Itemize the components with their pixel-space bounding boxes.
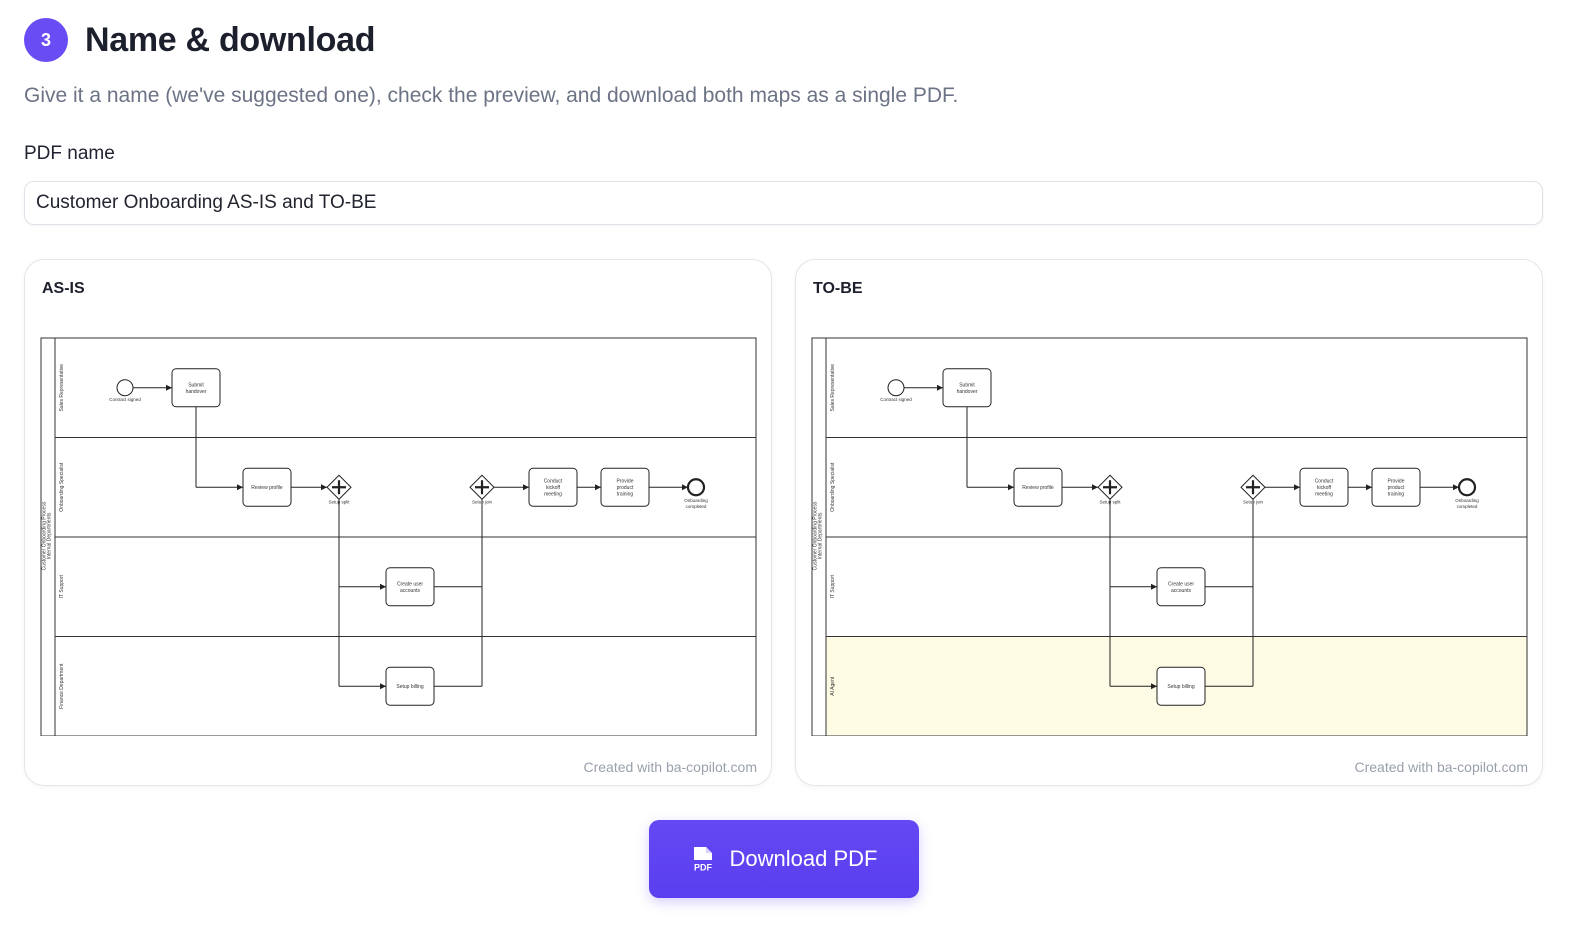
- download-pdf-button[interactable]: PDF Download PDF: [649, 820, 919, 898]
- pool-label: Customer Onboarding Process: [813, 501, 819, 570]
- end-event: [686, 478, 706, 497]
- page-subtitle: Give it a name (we've suggested one), ch…: [24, 84, 959, 107]
- arrow-head: [1453, 484, 1459, 491]
- arrow-head: [380, 683, 386, 690]
- pool-label: Customer Onboarding Process: [42, 501, 48, 570]
- lane-label: Finance Department: [59, 663, 65, 709]
- pdf-file-icon: PDF: [693, 847, 713, 873]
- pdf-name-label: PDF name: [24, 143, 115, 164]
- arrow-head: [595, 484, 601, 491]
- download-pdf-label: Download PDF: [729, 846, 878, 871]
- arrow-head: [237, 484, 243, 491]
- arrow-head: [1366, 484, 1372, 491]
- gateway-plus-join: [1246, 480, 1260, 495]
- task-label-billing: Setup billing: [396, 684, 423, 690]
- as-is-footer-credit: Created with ba-copilot.com: [583, 759, 757, 775]
- start-event-label: Contract signed: [880, 397, 912, 402]
- start-event-label: Contract signed: [109, 397, 141, 402]
- svg-text:PDF: PDF: [694, 863, 713, 873]
- task-label-review: Review profile: [251, 485, 283, 491]
- to-be-footer-credit: Created with ba-copilot.com: [1354, 759, 1528, 775]
- page-title: Name & download: [85, 20, 376, 59]
- as-is-preview-title: AS-IS: [42, 280, 85, 297]
- lane-label: AI Agent: [830, 676, 836, 696]
- gateway-plus-split: [1103, 480, 1117, 495]
- arrow-head: [1151, 683, 1157, 690]
- arrow-head: [523, 484, 529, 491]
- to-be-preview-title: TO-BE: [813, 280, 863, 297]
- arrow-head: [1151, 583, 1157, 590]
- pdf-name-input[interactable]: [24, 181, 1543, 225]
- lane-label: Sales Representative: [59, 364, 65, 412]
- arrow-head: [682, 484, 688, 491]
- arrow-head: [1092, 484, 1098, 491]
- lane-label: IT Support: [830, 575, 836, 599]
- arrow-head: [166, 384, 172, 391]
- end-event: [1457, 478, 1477, 497]
- arrow-head: [1008, 484, 1014, 491]
- gateway-plus-join: [475, 480, 489, 495]
- arrow-head: [380, 583, 386, 590]
- arrow-head: [937, 384, 943, 391]
- gateway-plus-split: [332, 480, 346, 495]
- gateway-label-join: Setup join: [472, 499, 493, 504]
- lane-label: Onboarding Specialist: [59, 462, 65, 512]
- pool-sublabel: Internal Departments: [818, 512, 824, 559]
- lane-label: Sales Representative: [830, 364, 836, 412]
- start-event: [116, 379, 134, 397]
- start-event: [887, 379, 905, 397]
- step-number-badge: 3: [24, 18, 68, 62]
- task-label-review: Review profile: [1022, 485, 1054, 491]
- lane-label: IT Support: [59, 575, 65, 599]
- task-label-billing: Setup billing: [1167, 684, 1194, 690]
- lane-label: Onboarding Specialist: [830, 462, 836, 512]
- step-header: 3 Name & download: [24, 18, 376, 62]
- pool-sublabel: Internal Departments: [47, 512, 53, 559]
- arrow-head: [321, 484, 327, 491]
- gateway-label-join: Setup join: [1243, 499, 1264, 504]
- arrow-head: [1294, 484, 1300, 491]
